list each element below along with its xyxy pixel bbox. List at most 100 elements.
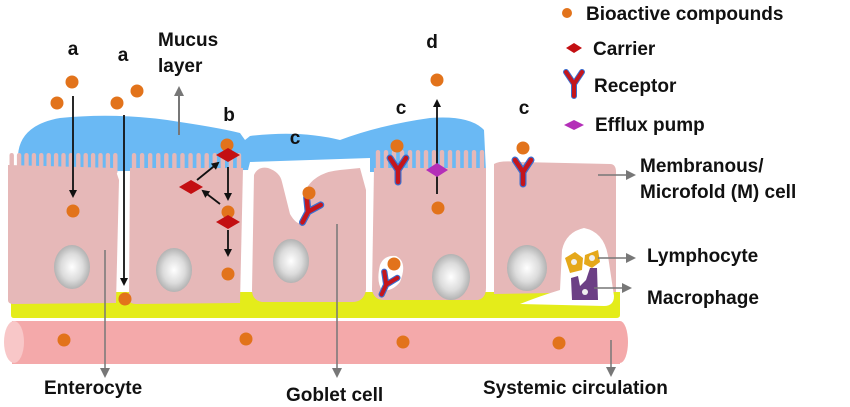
microvillus	[423, 150, 429, 172]
mucus-label-line1: Mucus	[158, 30, 218, 51]
microvillus	[164, 153, 169, 174]
receptor	[386, 154, 410, 186]
pathway-label-b: b	[223, 105, 235, 126]
legend-label-carrier: Carrier	[593, 39, 656, 60]
receptor-body	[512, 157, 534, 187]
macrophage-nucleus	[582, 289, 588, 295]
microvillus	[463, 150, 469, 172]
microvillus	[479, 150, 485, 172]
enterocyte-cell-2	[129, 168, 243, 304]
microvillus	[9, 153, 14, 174]
receptor	[298, 193, 325, 226]
nucleus	[54, 245, 90, 289]
microvillus	[61, 153, 66, 174]
bioactive-compound	[66, 204, 80, 218]
legend-carrier-icon	[566, 43, 582, 53]
legend: Bioactive compounds Carrier Receptor Eff…	[562, 4, 783, 136]
microvillus	[131, 153, 137, 174]
bioactive-compound	[221, 205, 235, 219]
lymphocyte-nucleus	[589, 255, 595, 261]
microvillus	[455, 150, 461, 172]
bioactive-compound	[57, 333, 71, 347]
bioactive-compound	[396, 335, 410, 349]
microvillus	[407, 150, 413, 172]
vessel-body	[12, 321, 620, 364]
microvillus	[196, 153, 201, 174]
microvillus	[76, 153, 81, 174]
brush-border-microvilli	[9, 150, 485, 174]
m-cell-label-line2: Microfold (M) cell	[640, 182, 796, 203]
bioactive-compound	[130, 84, 144, 98]
pathway-label-c: c	[519, 98, 530, 119]
transport-arrow	[196, 161, 220, 181]
macrophage	[571, 268, 598, 300]
legend-bioactive-compound-icon	[562, 8, 572, 18]
enterocyte-label: Enterocyte	[44, 378, 142, 399]
legend-label-efflux-pump: Efflux pump	[595, 115, 705, 136]
legend-label-receptor: Receptor	[594, 76, 677, 97]
microvillus	[147, 153, 153, 174]
microvillus	[83, 153, 88, 174]
m-cell	[494, 161, 616, 306]
receptor	[511, 156, 535, 188]
microvillus	[156, 153, 161, 174]
bioactive-compound	[220, 138, 234, 152]
receptor-body	[379, 269, 400, 297]
pointer-arrows	[100, 86, 636, 378]
systemic-circulation-label: Systemic circulation	[483, 378, 668, 399]
legend-receptor-icon	[563, 69, 585, 99]
microvillus	[172, 153, 177, 174]
microvillus	[188, 153, 193, 174]
m-cell-label-line1: Membranous/	[640, 156, 764, 177]
nucleus	[273, 239, 309, 283]
blood-vessel	[4, 321, 628, 364]
bioactive-compound	[431, 201, 445, 215]
carrier	[179, 180, 203, 194]
microvillus	[68, 153, 74, 174]
bioactive-compound	[390, 139, 404, 153]
nucleus	[507, 245, 547, 291]
bioactive-compound	[302, 186, 316, 200]
bioactive-compound	[110, 96, 124, 110]
microvillus	[471, 150, 477, 172]
carrier	[216, 148, 240, 162]
bioactive-compound	[516, 141, 530, 155]
lymphocyte-cells	[565, 250, 600, 273]
microvillus	[46, 153, 51, 174]
pathway-label-a: a	[68, 39, 79, 60]
microvillus	[105, 153, 111, 174]
microvillus	[24, 153, 29, 174]
microvillus	[180, 153, 185, 174]
receptor-body	[387, 155, 409, 185]
microvillus	[113, 153, 118, 174]
bioactive-compound	[221, 267, 235, 281]
bioactive-compound	[430, 73, 444, 87]
bioactive-compound	[387, 257, 401, 271]
transport-arrow	[201, 189, 221, 205]
microvillus	[447, 150, 453, 172]
microvillus	[31, 153, 37, 174]
bioactive-compound	[239, 332, 253, 346]
microvillus	[90, 153, 96, 174]
nucleus	[432, 254, 470, 300]
microvillus	[415, 150, 421, 172]
pathway-label-a: a	[118, 45, 129, 66]
transport-marks	[50, 73, 566, 350]
lymphocyte-nucleus	[571, 259, 577, 265]
bioactive-compound	[65, 75, 79, 89]
nucleus	[156, 248, 192, 292]
receptor	[378, 268, 401, 298]
macrophage-label: Macrophage	[647, 288, 759, 309]
vessel-end	[612, 321, 628, 363]
microvillus	[39, 153, 44, 174]
microvillus	[98, 153, 103, 174]
vessel-opening	[4, 321, 24, 363]
legend-efflux-pump-icon	[564, 120, 584, 130]
carrier	[216, 215, 240, 229]
lymphocyte-label: Lymphocyte	[647, 246, 758, 267]
microvillus	[53, 153, 59, 174]
macrophage-cell	[571, 268, 598, 300]
goblet-cell-label: Goblet cell	[286, 385, 383, 406]
enterocyte-cell-1	[8, 165, 119, 304]
